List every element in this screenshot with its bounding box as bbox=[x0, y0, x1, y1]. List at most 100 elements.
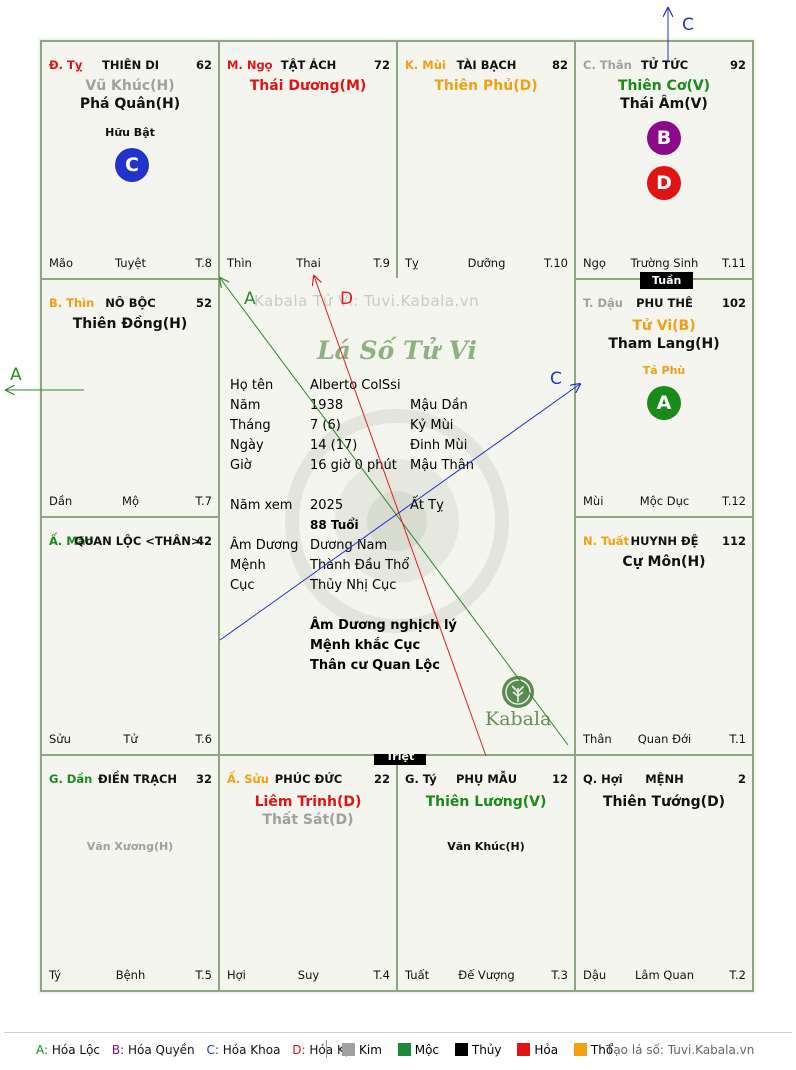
info-value-canchi: Mậu Thân bbox=[410, 458, 474, 473]
hoa-quyen-marker: B bbox=[647, 121, 681, 155]
footer-age: T.6 bbox=[195, 732, 212, 746]
footer-age: T.9 bbox=[373, 256, 390, 270]
info-label: Cục bbox=[230, 578, 255, 593]
palace-can: G. Dần bbox=[49, 772, 93, 786]
legend-key: C: bbox=[206, 1043, 219, 1057]
arrow-label-c-top: C bbox=[682, 15, 694, 35]
info-label: Mệnh bbox=[230, 558, 266, 573]
footer-stage: Mộ bbox=[122, 494, 139, 508]
palace-can: M. Ngọ bbox=[227, 58, 273, 72]
info-label: Năm bbox=[230, 398, 261, 413]
palace-number: 92 bbox=[729, 58, 746, 72]
thuy-swatch-icon bbox=[454, 1043, 468, 1056]
info-value: Thành Đầu Thổ bbox=[310, 558, 410, 573]
palace-name: THIÊN DI bbox=[101, 58, 160, 72]
footer-branch: Tuất bbox=[405, 968, 430, 982]
footer-branch: Mão bbox=[49, 256, 74, 270]
palace-number: 72 bbox=[373, 58, 390, 72]
hoa-ki-marker: D bbox=[647, 166, 681, 200]
footer-age: T.8 bbox=[195, 256, 212, 270]
palace-name: QUAN LỘC <THÂN> bbox=[74, 534, 201, 548]
main-star: Tham Lang(H) bbox=[608, 336, 720, 352]
footer-branch: Tý bbox=[49, 968, 62, 982]
legend-separator bbox=[326, 1040, 327, 1058]
hoa-khoa-marker: C bbox=[115, 148, 149, 182]
legend-text: Hóa Quyền bbox=[127, 1043, 195, 1057]
footer-stage: Tuyệt bbox=[115, 256, 146, 270]
legend-key: B: bbox=[111, 1043, 125, 1057]
footer-branch: Thìn bbox=[227, 256, 252, 270]
info-value: Dương Nam bbox=[310, 538, 388, 553]
info-label: Giờ bbox=[230, 458, 252, 473]
chart-board: Đ. Tỵ THIÊN DI 62 Vũ Khúc(H) Phá Quân(H) H… bbox=[38, 38, 756, 994]
footer-stage: Thai bbox=[296, 256, 321, 270]
main-star: Thiên Tướng(D) bbox=[602, 794, 726, 810]
kabala-logo-text: Kabala bbox=[485, 708, 552, 730]
palace-name: ĐIỀN TRẠCH bbox=[97, 772, 178, 786]
palace-can: G. Tý bbox=[405, 772, 437, 786]
palace-number: 82 bbox=[551, 58, 568, 72]
legend-hoa: A: Hóa Lộc B: Hóa Quyền C: Hóa Khoa D: H… bbox=[36, 1043, 348, 1057]
palace-number: 112 bbox=[721, 534, 746, 548]
palace-name: PHỤ MẪU bbox=[455, 772, 518, 786]
note-text: Âm Dương nghịch lý bbox=[310, 618, 457, 633]
footer-stage: Đế Vượng bbox=[458, 968, 515, 982]
chart-title: Lá Số Tử Vi bbox=[317, 336, 477, 365]
info-label: Họ tên bbox=[230, 378, 274, 393]
footer-age: T.11 bbox=[722, 256, 746, 270]
footer-branch: Dần bbox=[49, 494, 73, 508]
footer-age: T.7 bbox=[195, 494, 212, 508]
legend-text: Mộc bbox=[414, 1043, 440, 1057]
legend-text: Hóa Kị bbox=[309, 1043, 349, 1057]
footer-stage: Suy bbox=[297, 968, 320, 982]
footer-branch: Tỵ bbox=[405, 256, 419, 270]
palace-name: PHU THÊ bbox=[636, 296, 693, 310]
info-value-canchi: Mậu Dần bbox=[410, 398, 468, 413]
minor-star: Văn Khúc(H) bbox=[447, 840, 525, 853]
minor-star: Tả Phù bbox=[642, 364, 686, 377]
kabala-tree-icon bbox=[502, 676, 534, 708]
footer-branch: Sửu bbox=[49, 732, 71, 746]
footer-age: T.2 bbox=[729, 968, 746, 982]
minor-star: Văn Xương(H) bbox=[86, 840, 174, 853]
footer-branch: Mùi bbox=[583, 494, 604, 508]
footer-age: T.12 bbox=[722, 494, 746, 508]
note-text: Thân cư Quan Lộc bbox=[310, 658, 440, 673]
info-label: Tháng bbox=[230, 418, 271, 433]
palace-can: Ấ. Mão bbox=[49, 534, 94, 548]
watermark-text: Kabala Tử Vi: Tuvi.Kabala.vn bbox=[254, 292, 480, 310]
main-star: Tử Vi(B) bbox=[632, 318, 696, 334]
age-value: 88 Tuổi bbox=[310, 518, 359, 532]
info-value: 2025 bbox=[310, 498, 344, 513]
arrow-label-a-left: A bbox=[10, 365, 22, 385]
legend-text: Hóa Khoa bbox=[222, 1043, 281, 1057]
palace-can: Đ. Tỵ bbox=[49, 58, 83, 72]
palace-number: 62 bbox=[195, 58, 212, 72]
footer-stage: Dưỡng bbox=[467, 256, 506, 270]
moc-swatch-icon bbox=[397, 1043, 411, 1056]
palace-can: K. Mùi bbox=[405, 58, 446, 72]
main-star: Thái Âm(V) bbox=[620, 96, 708, 112]
main-star: Phá Quân(H) bbox=[79, 96, 181, 112]
palace-number: 102 bbox=[721, 296, 746, 310]
footer-stage: Lâm Quan bbox=[635, 968, 694, 982]
legend-key: A: bbox=[36, 1043, 49, 1057]
footer-stage: Tử bbox=[123, 732, 138, 746]
info-value: 7 (6) bbox=[310, 418, 341, 433]
info-value-canchi: Ất Tỵ bbox=[410, 498, 444, 513]
main-star: Thiên Phủ(D) bbox=[434, 78, 538, 94]
palace-can: Q. Hợi bbox=[583, 772, 623, 786]
main-star: Vũ Khúc(H) bbox=[85, 78, 175, 94]
palace-can: B. Thìn bbox=[49, 296, 95, 310]
palace-number: 2 bbox=[737, 772, 746, 786]
info-value-canchi: Kỷ Mùi bbox=[410, 418, 454, 433]
legend-text: Thổ bbox=[590, 1043, 614, 1057]
footer-stage: Quan Đới bbox=[637, 732, 692, 746]
footer-age: T.1 bbox=[729, 732, 746, 746]
